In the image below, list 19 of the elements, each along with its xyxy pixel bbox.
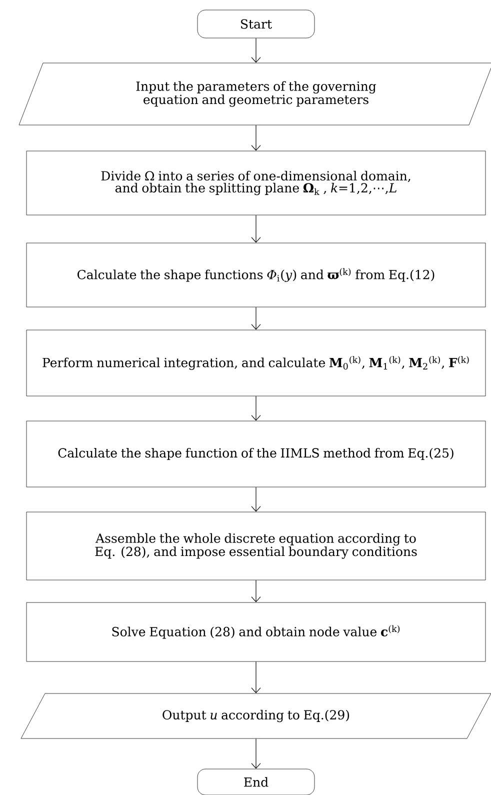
arrow	[251, 306, 261, 330]
arrow	[251, 661, 261, 694]
arrow	[251, 396, 261, 421]
process-box: Calculate the shape function of the IIMLS method from Eq.(25)	[26, 420, 486, 488]
input-output-parallelogram: Output u according to Eq.(29)	[20, 693, 491, 739]
process-box: Solve Equation (28) and obtain node value c$^{(k)}$	[26, 602, 486, 662]
process-box: Assemble the whole discrete equation according to Eq. (28), and impose essential boundary conditions	[26, 512, 486, 580]
arrow	[251, 214, 261, 243]
terminal-box: Start	[197, 10, 315, 38]
process-box: Calculate the shape functions Φ$_{i}$(y) and ϖ$^{(k)}$ from Eq.(12)	[26, 242, 486, 308]
arrow	[251, 486, 261, 512]
input-output-parallelogram: Input the parameters of the governing equation and geometric parameters	[18, 62, 491, 126]
process-box: Perform numerical integration, and calculate M$_{0}$$^{(k)}$, M$_{1}$$^{(k)}$, M$_{2}$$^{(k)}$, F$^{(k)}$	[26, 330, 486, 396]
arrow	[251, 124, 261, 151]
arrow	[251, 580, 261, 602]
terminal-box: End	[197, 768, 315, 795]
arrow	[251, 38, 261, 63]
process-box: Divide Ω into a series of one-dimensional domain, and obtain the splitting plane Ω$_{k}$ , k=1,2,⋯,L	[26, 150, 486, 216]
arrow	[251, 738, 261, 769]
